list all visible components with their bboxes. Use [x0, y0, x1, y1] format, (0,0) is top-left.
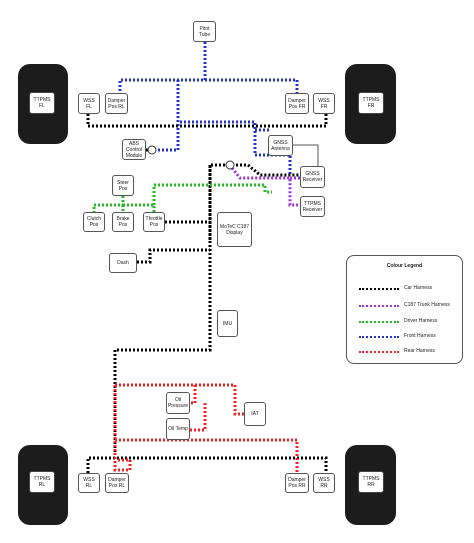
car-harness-dash [137, 248, 210, 264]
junction-abs [147, 145, 157, 155]
oil-pressure-box: Oil Pressure [166, 392, 190, 414]
front-harness-right [205, 78, 299, 93]
abs-control-module-box: ABS Control Module [122, 139, 146, 160]
damper-pos-rl-front-box: Damper Pos RL [105, 93, 128, 114]
damper-pos-rr-box: Damper Pos RR [285, 473, 309, 493]
gnss-antenna-box: GNSS Antenna [268, 135, 293, 156]
wss-rr-box: WSS RR [313, 473, 335, 493]
car-harness-front-loop [86, 114, 328, 128]
damper-pos-rl-box: Damper Pos RL [105, 473, 129, 493]
wss-fl-box: WSS FL [78, 93, 100, 114]
driver-harness-throttle [123, 203, 156, 212]
damper-pos-fr-box: Damper Pos FR [285, 93, 309, 114]
clutch-pos-box: Clutch Pos [83, 212, 105, 232]
c187-trunk-main [230, 167, 300, 207]
car-harness-rear-loop [86, 456, 328, 473]
rear-harness-oiltemp [190, 403, 207, 432]
legend-swatch-driver [359, 321, 399, 323]
legend-label-driver: Driver Harness [404, 318, 438, 324]
legend-label-c187: C187 Trunk Harness [404, 302, 450, 308]
rear-harness-main [115, 383, 244, 416]
tpms-receiver-box: TTPMS Receiver [300, 196, 325, 217]
tpms-fl-box: TTPMS FL [29, 92, 55, 114]
legend-swatch-front [359, 336, 399, 338]
oil-temp-box: Oil Temp [166, 418, 190, 440]
legend-label-front: Front Harness [404, 333, 436, 339]
wss-fr-box: WSS FR [313, 93, 335, 114]
motec-c187-display-box: MoTeC C187 Display [217, 212, 252, 247]
driver-harness-trunk [152, 183, 272, 205]
legend-label-rear: Rear Harness [404, 348, 435, 354]
car-harness-spine [113, 165, 212, 455]
dash-box: Dash [109, 253, 137, 273]
front-harness-spine [158, 80, 180, 152]
legend-swatch-c187 [359, 305, 399, 307]
tpms-rl-box: TTPMS RL [29, 471, 55, 493]
legend-label-car: Car Harness [404, 285, 433, 291]
gnss-receiver-box: GNSS Receiver [300, 166, 325, 188]
car-harness-right [232, 163, 300, 177]
driver-harness-main [92, 196, 125, 212]
rear-harness-rr [115, 438, 299, 473]
gnss-antenna-link [293, 144, 319, 166]
imu-box: IMU [217, 310, 238, 337]
rear-harness-rl [113, 385, 132, 472]
legend-swatch-rear [359, 351, 399, 353]
wss-rl-box: WSS RL [78, 473, 100, 493]
rear-harness-oil [190, 385, 197, 405]
legend-title: Colour Legend [386, 263, 423, 269]
steer-pos-box: Steer Pos [112, 175, 134, 196]
junction-c187 [225, 160, 235, 170]
iat-box: IAT [244, 402, 266, 426]
tpms-rr-box: TTPMS RR [358, 471, 384, 493]
tpms-fr-box: TTPMS FR [358, 92, 384, 114]
brake-pos-box: Brake Pos [112, 212, 134, 232]
legend-swatch-car [359, 288, 399, 290]
front-harness-main [118, 42, 207, 93]
throttle-pos-box: Throttle Pos [143, 212, 165, 232]
pitot-tube-box: Pitot Tube [193, 21, 216, 42]
colour-legend: Colour Legend Car Harness C187 Trunk Har… [346, 255, 463, 364]
